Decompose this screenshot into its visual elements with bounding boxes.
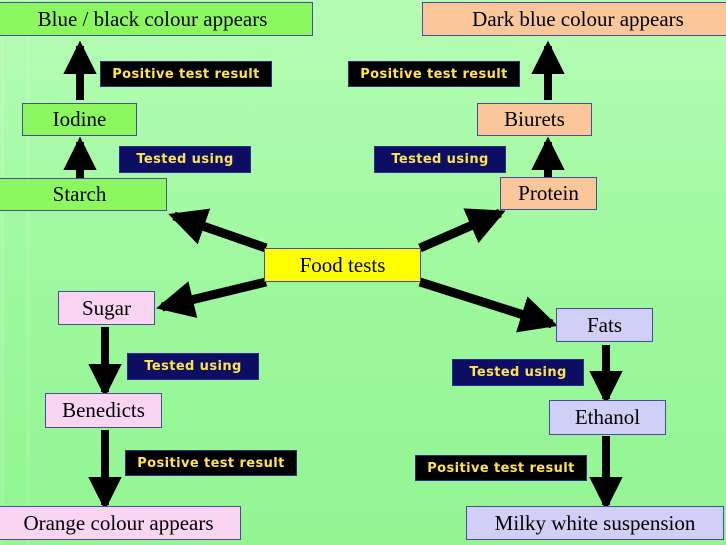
arrow-foodtests-to-sugar xyxy=(156,277,268,318)
node-label: Food tests xyxy=(299,252,386,277)
node-label: Dark blue colour appears xyxy=(472,6,684,31)
node-label: Orange colour appears xyxy=(23,510,214,535)
node-label: Protein xyxy=(518,181,579,205)
node-label: Biurets xyxy=(504,107,565,131)
arrow-foodtests-to-fats xyxy=(418,277,558,333)
node-dark-blue-colour-appears[interactable]: Dark blue colour appears xyxy=(422,2,726,36)
tag-label: Tested using xyxy=(391,152,489,167)
node-label: Fats xyxy=(586,312,622,337)
node-iodine[interactable]: Iodine xyxy=(22,103,137,136)
node-orange-colour-appears[interactable]: Orange colour appears xyxy=(0,506,241,540)
node-protein[interactable]: Protein xyxy=(500,177,597,210)
node-fats[interactable]: Fats xyxy=(556,308,653,342)
node-label: Sugar xyxy=(82,295,131,320)
node-blue-black-colour-appears[interactable]: Blue / black colour appears xyxy=(0,2,313,36)
tag-tested-using-protein: Tested using xyxy=(374,146,506,173)
tag-positive-test-result-benedicts: Positive test result xyxy=(125,450,297,476)
tag-label: Positive test result xyxy=(112,66,260,82)
node-sugar[interactable]: Sugar xyxy=(58,291,155,325)
tag-tested-using-sugar: Tested using xyxy=(127,353,259,380)
arrow-foodtests-to-protein xyxy=(418,208,506,253)
node-label: Milky white suspension xyxy=(494,510,696,535)
tag-label: Tested using xyxy=(136,152,234,167)
tag-tested-using-fats: Tested using xyxy=(452,359,584,386)
tag-label: Tested using xyxy=(144,359,242,374)
node-benedicts[interactable]: Benedicts xyxy=(45,393,162,428)
node-label: Ethanol xyxy=(574,405,641,429)
node-food-tests[interactable]: Food tests xyxy=(264,248,421,282)
tag-tested-using-starch: Tested using xyxy=(119,146,251,173)
node-label: Blue / black colour appears xyxy=(37,6,268,31)
tag-positive-test-result-iodine: Positive test result xyxy=(100,61,272,87)
node-label: Iodine xyxy=(52,107,107,131)
tag-label: Tested using xyxy=(469,365,567,380)
tag-label: Positive test result xyxy=(360,66,508,82)
node-label: Benedicts xyxy=(62,398,145,422)
node-starch[interactable]: Starch xyxy=(0,178,167,211)
tag-label: Positive test result xyxy=(137,455,285,471)
node-milky-white-suspension[interactable]: Milky white suspension xyxy=(466,506,724,540)
tag-positive-test-result-biurets: Positive test result xyxy=(348,61,520,87)
node-label: Starch xyxy=(52,182,107,206)
tag-label: Positive test result xyxy=(427,460,575,476)
arrow-foodtests-to-starch xyxy=(168,208,268,253)
node-ethanol[interactable]: Ethanol xyxy=(549,400,666,435)
node-biurets[interactable]: Biurets xyxy=(477,103,592,136)
tag-positive-test-result-ethanol: Positive test result xyxy=(415,455,587,481)
